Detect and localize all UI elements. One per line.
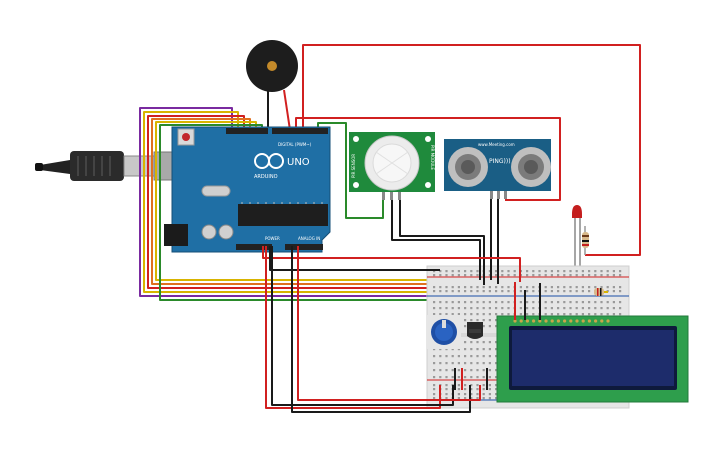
pir-sensor: PIR SENSOR PIR MODULE bbox=[349, 132, 435, 200]
arduino-logo bbox=[254, 153, 284, 169]
power-label: POWER bbox=[265, 236, 280, 241]
ultrasonic-site: www.Meeting.com bbox=[478, 142, 515, 147]
arduino-uno-board: UNO ARDUINO DIGITAL (PWM~) POWER ANALOG … bbox=[164, 126, 331, 253]
digital-label: DIGITAL (PWM~) bbox=[278, 142, 312, 147]
arduino-model: UNO bbox=[287, 157, 310, 168]
pir-left-text: PIR SENSOR bbox=[351, 154, 356, 178]
ultrasonic-model: PING))) bbox=[489, 158, 511, 165]
led-icon bbox=[572, 205, 582, 268]
temperature-sensor-icon bbox=[467, 322, 483, 339]
wires-front bbox=[262, 199, 608, 413]
usb-cable-icon bbox=[35, 151, 185, 181]
lcd-display bbox=[496, 315, 689, 403]
analog-label: ANALOG IN bbox=[298, 236, 320, 241]
resistor-icon bbox=[582, 226, 589, 255]
potentiometer-icon bbox=[427, 315, 461, 349]
piezo-buzzer-icon bbox=[246, 40, 298, 92]
wires-back bbox=[139, 44, 641, 301]
ultrasonic-sensor: PING))) www.Meeting.com bbox=[444, 139, 551, 199]
pir-right-text: PIR MODULE bbox=[430, 145, 435, 170]
resistor-icon bbox=[594, 288, 604, 296]
arduino-brand: ARDUINO bbox=[254, 174, 278, 180]
